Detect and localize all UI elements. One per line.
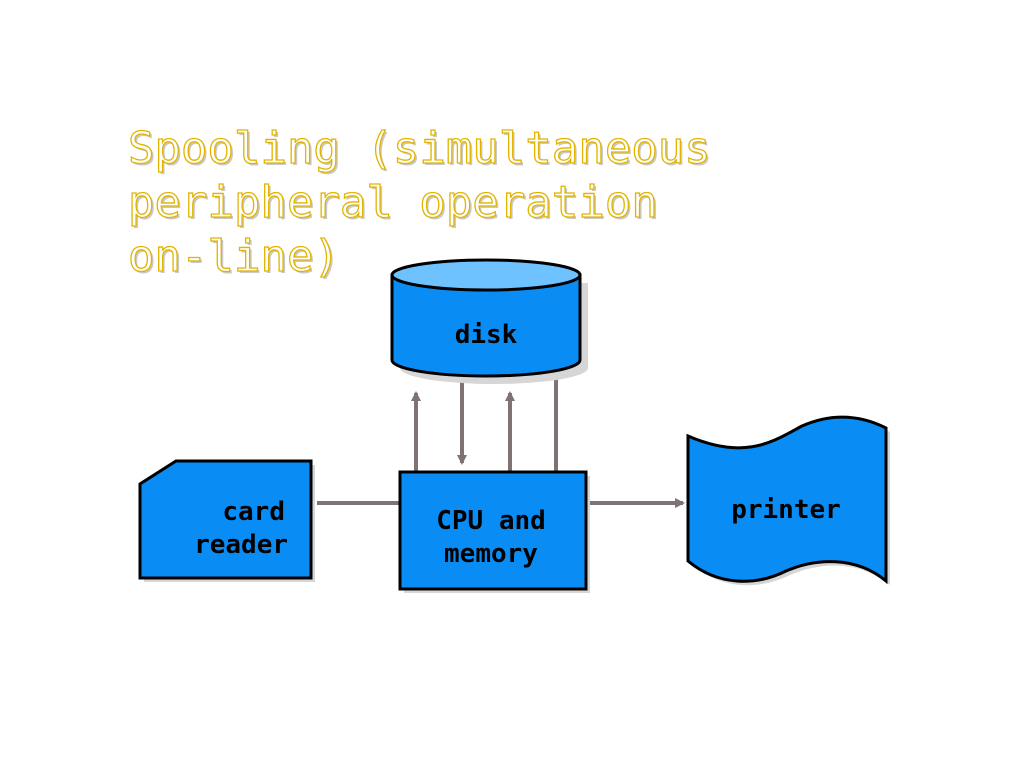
slide-title: Spooling (simultaneous peripheral operat… xyxy=(127,122,711,284)
title-line-3: on-line) xyxy=(127,230,340,282)
printer-shape: printer xyxy=(686,415,890,586)
card-reader-box: card reader xyxy=(138,459,315,582)
disk-cylinder: disk xyxy=(390,258,588,384)
title-line-1: Spooling (simultaneous xyxy=(127,122,711,174)
card-reader-label-line2: reader xyxy=(194,530,288,560)
cpu-label-line2: memory xyxy=(444,539,538,569)
cpu-label-line1: CPU and xyxy=(436,506,546,536)
title-line-2: peripheral operation xyxy=(127,176,658,228)
cpu-memory-box: CPU and memory xyxy=(398,470,590,593)
disk-label: disk xyxy=(455,320,518,350)
printer-label: printer xyxy=(731,495,841,525)
card-reader-label-line1: card xyxy=(222,497,285,527)
